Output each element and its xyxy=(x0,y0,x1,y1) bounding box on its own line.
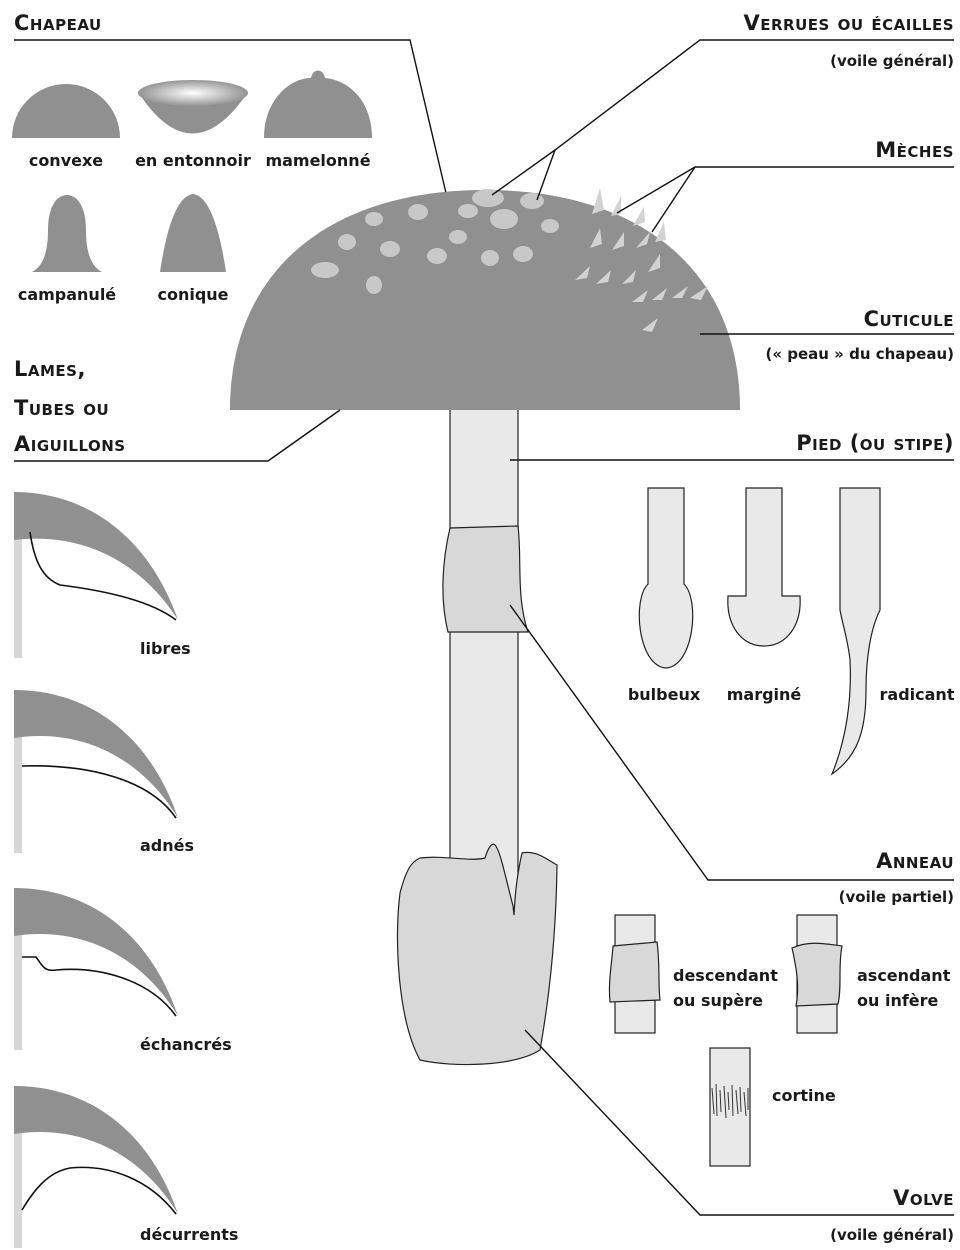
leader-meches xyxy=(617,167,954,213)
note-anneau: (voile partiel) xyxy=(839,888,954,906)
main-cap xyxy=(230,190,740,410)
ring-ascendant xyxy=(792,915,842,1033)
label-bulbeux: bulbeux xyxy=(628,685,701,704)
label-ascendant-1: ascendant xyxy=(857,966,951,985)
label-descendant-2: ou supère xyxy=(673,991,763,1010)
ring-descendant xyxy=(609,915,660,1033)
heading-pied: Pied (ou stipe) xyxy=(796,431,954,455)
ring-cortine xyxy=(710,1048,750,1166)
label-echancres: échancrés xyxy=(140,1035,232,1054)
main-ring xyxy=(443,526,528,632)
note-volve: (voile général) xyxy=(830,1226,954,1244)
label-adnes: adnés xyxy=(140,836,194,855)
heading-chapeau: Chapeau xyxy=(14,11,102,35)
label-en-entonnoir: en entonnoir xyxy=(135,151,251,170)
label-cortine: cortine xyxy=(772,1086,836,1105)
heading-lames-3: Aiguillons xyxy=(14,432,126,456)
label-margine: marginé xyxy=(727,685,802,704)
heading-verrues: Verrues ou écailles xyxy=(744,11,955,35)
gill-libres xyxy=(14,492,178,658)
label-libres: libres xyxy=(140,639,191,658)
heading-cuticule: Cuticule xyxy=(864,307,954,331)
main-volva xyxy=(397,844,557,1064)
note-verrues: (voile général) xyxy=(830,52,954,70)
gill-echancres xyxy=(14,888,178,1050)
cap-shape-convexe xyxy=(12,84,120,138)
base-radicant xyxy=(832,488,880,774)
label-descendant-1: descendant xyxy=(673,966,778,985)
label-decurrents: décurrents xyxy=(140,1225,238,1244)
heading-meches: Mèches xyxy=(875,138,954,162)
cap-shape-conique xyxy=(160,194,226,272)
label-campanule: campanulé xyxy=(18,285,116,304)
label-ascendant-2: ou infère xyxy=(857,991,939,1010)
label-mamelonne: mamelonné xyxy=(265,151,370,170)
label-conique: conique xyxy=(157,285,228,304)
gill-decurrents xyxy=(14,1086,178,1248)
heading-lames-1: Lames, xyxy=(14,357,86,381)
label-convexe: convexe xyxy=(29,151,103,170)
heading-anneau: Anneau xyxy=(876,849,954,873)
heading-volve: Volve xyxy=(893,1186,954,1210)
cap-shape-campanule xyxy=(32,195,102,272)
gill-adnes xyxy=(14,690,178,853)
note-cuticule: (« peau » du chapeau) xyxy=(765,345,954,363)
leader-verrues-branch xyxy=(537,150,555,200)
label-radicant: radicant xyxy=(880,685,955,704)
leader-anneau xyxy=(510,605,954,880)
heading-lames-2: Tubes ou xyxy=(14,396,109,420)
cap-shape-mamelonne xyxy=(264,71,372,139)
base-margine xyxy=(728,488,800,646)
base-bulbeux xyxy=(639,488,692,668)
leader-meches-branch xyxy=(652,167,695,232)
cap-shape-entonnoir xyxy=(138,80,248,134)
